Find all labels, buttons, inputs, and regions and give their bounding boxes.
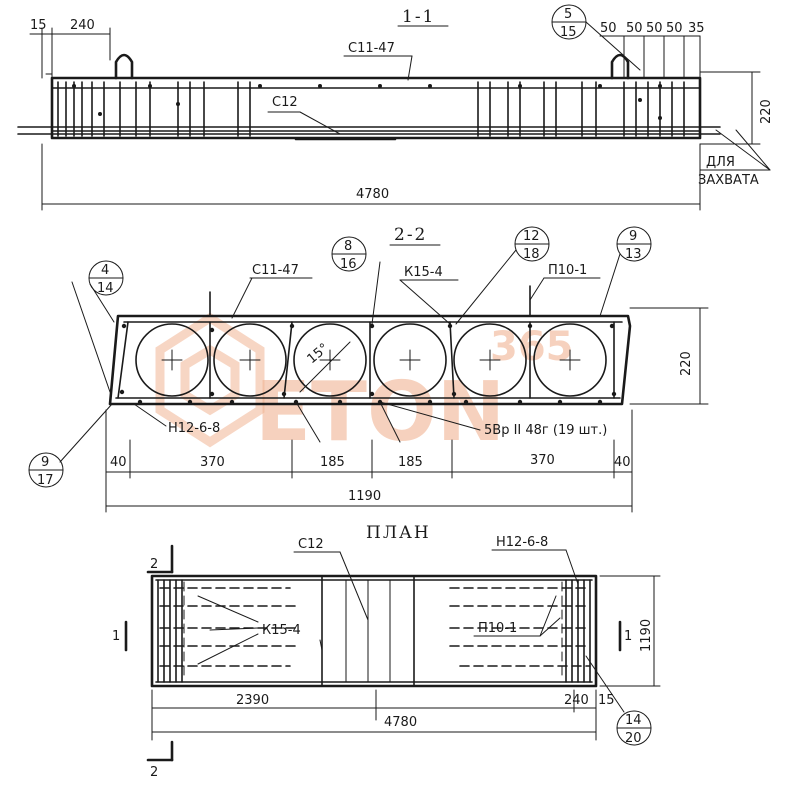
mesh-c11-label: С11-47 [348, 41, 395, 56]
dim-height-label: 220 [759, 99, 774, 124]
callout-5-15-bottom: 15 [560, 25, 577, 40]
svg-text:8: 8 [344, 239, 352, 254]
dim-185-left: 185 [320, 455, 345, 470]
grip-note-line2: ЗАХВАТА [698, 173, 759, 188]
dim-plan-2390-label: 2390 [236, 693, 269, 708]
dim-40-left: 40 [110, 455, 127, 470]
dim-40-right: 40 [614, 455, 631, 470]
svg-text:4: 4 [101, 263, 109, 278]
watermark-logo-icon [155, 312, 265, 448]
dim-370-right: 370 [530, 453, 555, 468]
callout-9-17: 9 17 [28, 403, 113, 488]
dim-height-cross-label: 220 [679, 351, 694, 376]
callout-12-18: 12 18 [455, 226, 550, 325]
callout-14-20-top: 14 [625, 713, 642, 728]
svg-text:13: 13 [625, 247, 642, 262]
spacing-50-a: 50 [600, 21, 617, 36]
dim-plan-15-label: 15 [598, 693, 615, 708]
mesh-c11-leader [407, 55, 413, 81]
callout-5-15-leader [585, 21, 641, 71]
svg-text:17: 17 [37, 473, 54, 488]
slab-cross-section-outline [108, 314, 632, 406]
plan-view: ПЛАН [112, 523, 661, 780]
callout-14-20-leader [585, 655, 625, 713]
svg-text:14: 14 [97, 281, 114, 296]
callout-14-20-bottom: 20 [625, 731, 642, 746]
loop-p10-label: П10-1 [548, 263, 587, 278]
plan-mesh-n12-label: Н12-6-8 [496, 535, 548, 550]
watermark-number: 365 [490, 324, 574, 370]
spacing-50-c: 50 [646, 21, 663, 36]
dim-185-right: 185 [398, 455, 423, 470]
void-1 [135, 323, 209, 397]
dim-15-label: 15 [30, 18, 47, 33]
slab-elevation-outline [50, 76, 702, 140]
angle-label: 15° [305, 341, 332, 367]
lifting-loop-left [114, 53, 134, 80]
end-cage-left [57, 81, 251, 137]
mesh-n12-label: Н12-6-8 [168, 421, 220, 436]
callout-8-16: 8 16 [331, 236, 381, 325]
rebar-dots-section-1 [72, 84, 662, 120]
cut-mark-side-right-label: 1 [624, 629, 632, 644]
plan-title: ПЛАН [366, 523, 431, 543]
plan-end-cage-right [565, 579, 591, 683]
cut-mark-side-label: 1 [112, 629, 120, 644]
dim-plan-240-label: 240 [564, 693, 589, 708]
plan-dashed-bars [159, 581, 591, 681]
lifting-loop-right [610, 53, 630, 80]
void-5 [453, 323, 527, 397]
plan-end-cage-left [157, 579, 183, 683]
grip-note-line1: ДЛЯ [706, 155, 735, 170]
void-circles [135, 323, 607, 397]
cut-mark-bottom-label: 2 [150, 765, 158, 780]
callout-9-13: 9 13 [599, 226, 652, 317]
end-cage-right [477, 81, 685, 137]
spacing-35: 35 [688, 21, 705, 36]
void-3 [293, 323, 367, 397]
dim-plan-total-label: 4780 [384, 715, 417, 730]
callout-4-14: 4 14 [71, 260, 124, 393]
plan-cage-k15-label: К15-4 [262, 623, 301, 638]
section-2-title: 2-2 [394, 225, 427, 245]
mesh-c11-cross-label: С11-47 [252, 263, 299, 278]
dim-width-label: 1190 [348, 489, 381, 504]
svg-text:18: 18 [523, 247, 540, 262]
plan-loop-p10-label: П10-1 [478, 621, 517, 636]
svg-text:16: 16 [340, 257, 357, 272]
svg-text:12: 12 [523, 229, 540, 244]
dim-plan-width-label: 1190 [639, 619, 654, 652]
svg-text:9: 9 [629, 229, 637, 244]
void-2 [213, 323, 287, 397]
cage-k15-label: К15-4 [404, 265, 443, 280]
spacing-50-d: 50 [666, 21, 683, 36]
mesh-c12-label: С12 [272, 95, 298, 110]
cut-mark-top-label: 2 [150, 557, 158, 572]
section-1-title: 1-1 [402, 7, 435, 27]
dim-370-left: 370 [200, 455, 225, 470]
void-6 [533, 323, 607, 397]
cage-bars-cross [209, 321, 615, 399]
plan-mesh-c12-label: С12 [298, 537, 324, 552]
dim-240-label: 240 [70, 18, 95, 33]
strand-dots [119, 323, 617, 405]
void-4 [373, 323, 447, 397]
plan-outline [150, 574, 598, 688]
angle-leader [299, 341, 351, 393]
spacing-50-b: 50 [626, 21, 643, 36]
section-1-1: 1-1 [17, 4, 774, 211]
callout-5-15-top: 5 [564, 7, 572, 22]
strand-label: 5Вр II 48г (19 шт.) [484, 423, 607, 438]
dim-total-label: 4780 [356, 187, 389, 202]
svg-text:9: 9 [41, 455, 49, 470]
mesh-c12-leader [299, 111, 341, 135]
